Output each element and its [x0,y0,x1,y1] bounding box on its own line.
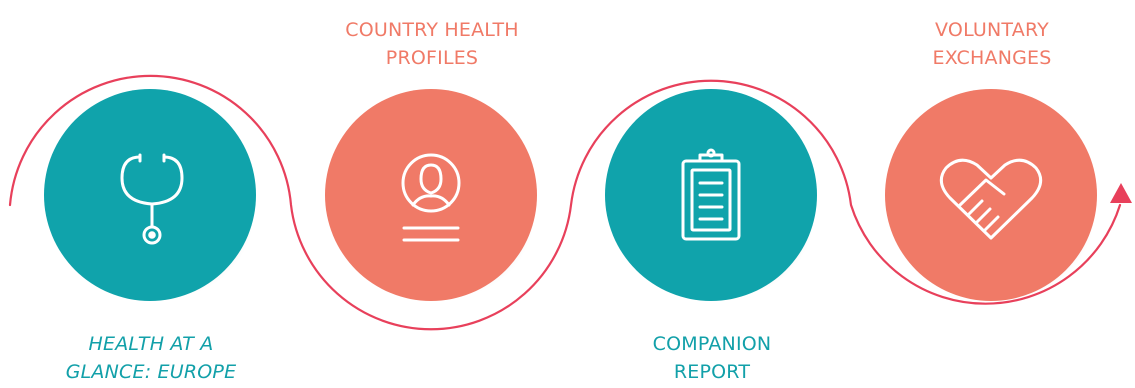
step-3-label: COMPANION REPORT [652,333,772,383]
step-1-label: HEALTH AT A GLANCE: EUROPE [65,333,237,383]
step-1-circle [44,89,256,301]
flow-arrowhead [1110,183,1132,203]
handshake-heart-icon [939,158,1043,240]
person-profile-icon [401,153,461,242]
step-1-node [44,89,256,301]
stethoscope-icon [120,153,184,245]
step-2-label: COUNTRY HEALTH PROFILES [345,19,519,69]
step-4-label: VOLUNTARY EXCHANGES [932,19,1052,69]
step-4-circle [885,89,1097,301]
flow-line [8,74,1122,331]
step-4-node [885,89,1097,301]
clipboard-icon [681,148,741,241]
